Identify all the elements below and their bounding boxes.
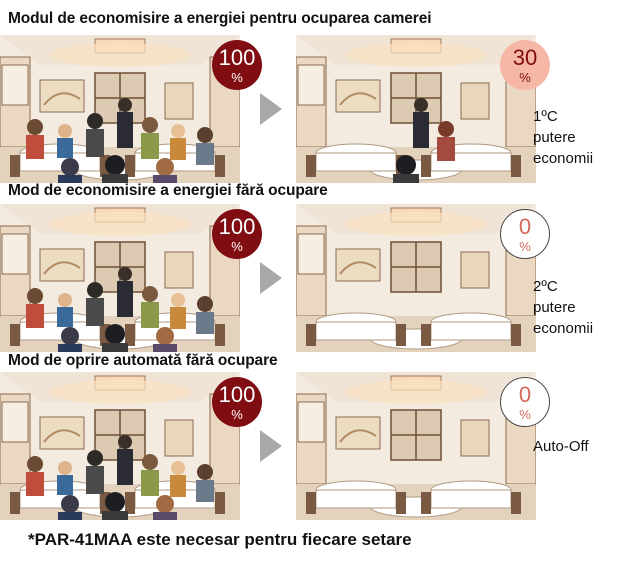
arrow-right-icon bbox=[260, 430, 282, 462]
section-title-1: Modul de economisire a energiei pentru o… bbox=[8, 10, 432, 27]
scene-occupied-before-1 bbox=[0, 35, 240, 183]
section-title-2: Mod de economisire a energiei fără ocupa… bbox=[8, 182, 328, 199]
scene-empty-after-3 bbox=[296, 372, 536, 520]
section-title-3: Mod de oprire automată fără ocupare bbox=[8, 352, 278, 369]
power-badge-after-2: 0 % bbox=[500, 209, 550, 259]
result-text-3: Auto-Off bbox=[533, 438, 589, 455]
power-badge-before-2: 100 % bbox=[212, 209, 262, 259]
result-text-2: 2ºC putere economii bbox=[533, 278, 594, 337]
arrow-right-icon bbox=[260, 93, 282, 125]
footnote: *PAR-41MAA este necesar pentru fiecare s… bbox=[28, 530, 412, 549]
scene-occupied-before-2 bbox=[0, 204, 240, 352]
power-badge-after-3: 0 % bbox=[500, 377, 550, 427]
power-badge-after-1: 30 % bbox=[500, 40, 550, 90]
scene-occupied-after-1 bbox=[296, 35, 536, 183]
scene-empty-after-2 bbox=[296, 204, 536, 352]
power-badge-before-1: 100 % bbox=[212, 40, 262, 90]
scene-occupied-before-3 bbox=[0, 372, 240, 520]
power-badge-before-3: 100 % bbox=[212, 377, 262, 427]
result-text-1: 1ºC putere economii bbox=[533, 108, 594, 167]
arrow-right-icon bbox=[260, 262, 282, 294]
